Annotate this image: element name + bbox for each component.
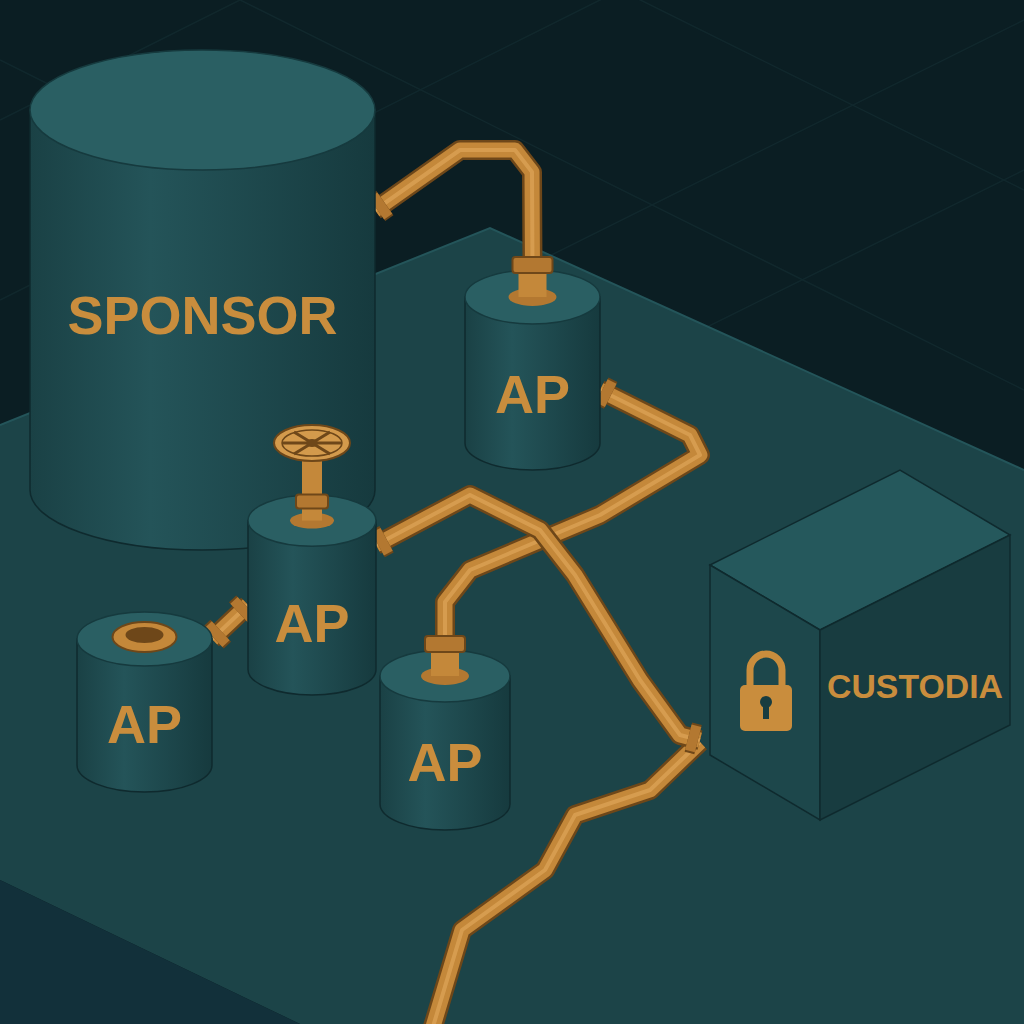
pipe-flange <box>378 539 387 544</box>
tank-label: AP <box>495 367 570 421</box>
pipe-flange <box>688 737 698 739</box>
pipe <box>212 605 248 639</box>
valve-spoke <box>294 432 330 454</box>
valve-stem <box>302 453 322 521</box>
fitting-collar <box>513 257 553 273</box>
lock-keyhole <box>763 703 769 719</box>
pipe-highlight <box>212 605 248 639</box>
pipe-flange <box>239 606 246 613</box>
pipe-flange <box>377 203 385 209</box>
ap-tank: AP <box>77 612 212 792</box>
pipe-connector <box>212 605 248 639</box>
custodian-vault: CUSTODIA <box>700 465 1016 820</box>
label-area: AP <box>248 588 376 658</box>
ap-tank: AP <box>465 270 600 470</box>
ring-cap <box>113 622 177 652</box>
fitting-collar <box>425 636 465 652</box>
ap-tank: AP <box>248 495 376 695</box>
lock-icon <box>740 654 792 731</box>
custodian-label: CUSTODIA <box>827 670 1003 704</box>
pipe-shadow <box>212 605 248 639</box>
tank-label: AP <box>107 697 182 751</box>
pipe-flange <box>688 737 698 739</box>
ring-hole <box>126 627 164 643</box>
pipe-flange <box>213 631 220 638</box>
vault-left-face <box>710 565 820 820</box>
pipe-flange <box>602 391 611 395</box>
tank-body <box>30 110 375 550</box>
pipe-flange <box>377 203 385 209</box>
pipe <box>375 150 533 270</box>
tank-top <box>77 612 212 666</box>
pipe-flange <box>378 539 387 544</box>
label-area: AP <box>465 359 600 429</box>
pipe-flange <box>239 606 246 613</box>
lock-body <box>740 685 792 731</box>
platform-side <box>0 880 300 1024</box>
label-area: CUSTODIA <box>785 665 1024 709</box>
tank-label: AP <box>407 735 482 789</box>
tank-top <box>30 50 375 170</box>
vault-right-face <box>820 535 1010 820</box>
tank-label: AP <box>274 596 349 650</box>
valve-wheel <box>274 425 350 461</box>
valve-collar <box>296 495 328 509</box>
lock-shackle <box>750 654 782 687</box>
tank-label: SPONSOR <box>67 288 337 342</box>
grid-line <box>600 0 1024 190</box>
valve-spoke <box>294 432 330 454</box>
pipe-highlight <box>375 150 533 270</box>
ap-tank: AP <box>380 650 510 830</box>
valve-hub <box>306 439 318 447</box>
valve-rim <box>282 430 342 456</box>
pipe-shadow <box>375 150 533 270</box>
pipe-connector <box>375 150 533 270</box>
tank-top <box>465 270 600 324</box>
sponsor-tank: SPONSOR <box>30 50 375 550</box>
pipe-flange <box>602 391 611 395</box>
label-area: AP <box>380 727 510 797</box>
label-area: SPONSOR <box>30 280 375 350</box>
label-area: AP <box>77 689 212 759</box>
pipe-flange <box>213 631 220 638</box>
tank-outline <box>700 465 1016 820</box>
